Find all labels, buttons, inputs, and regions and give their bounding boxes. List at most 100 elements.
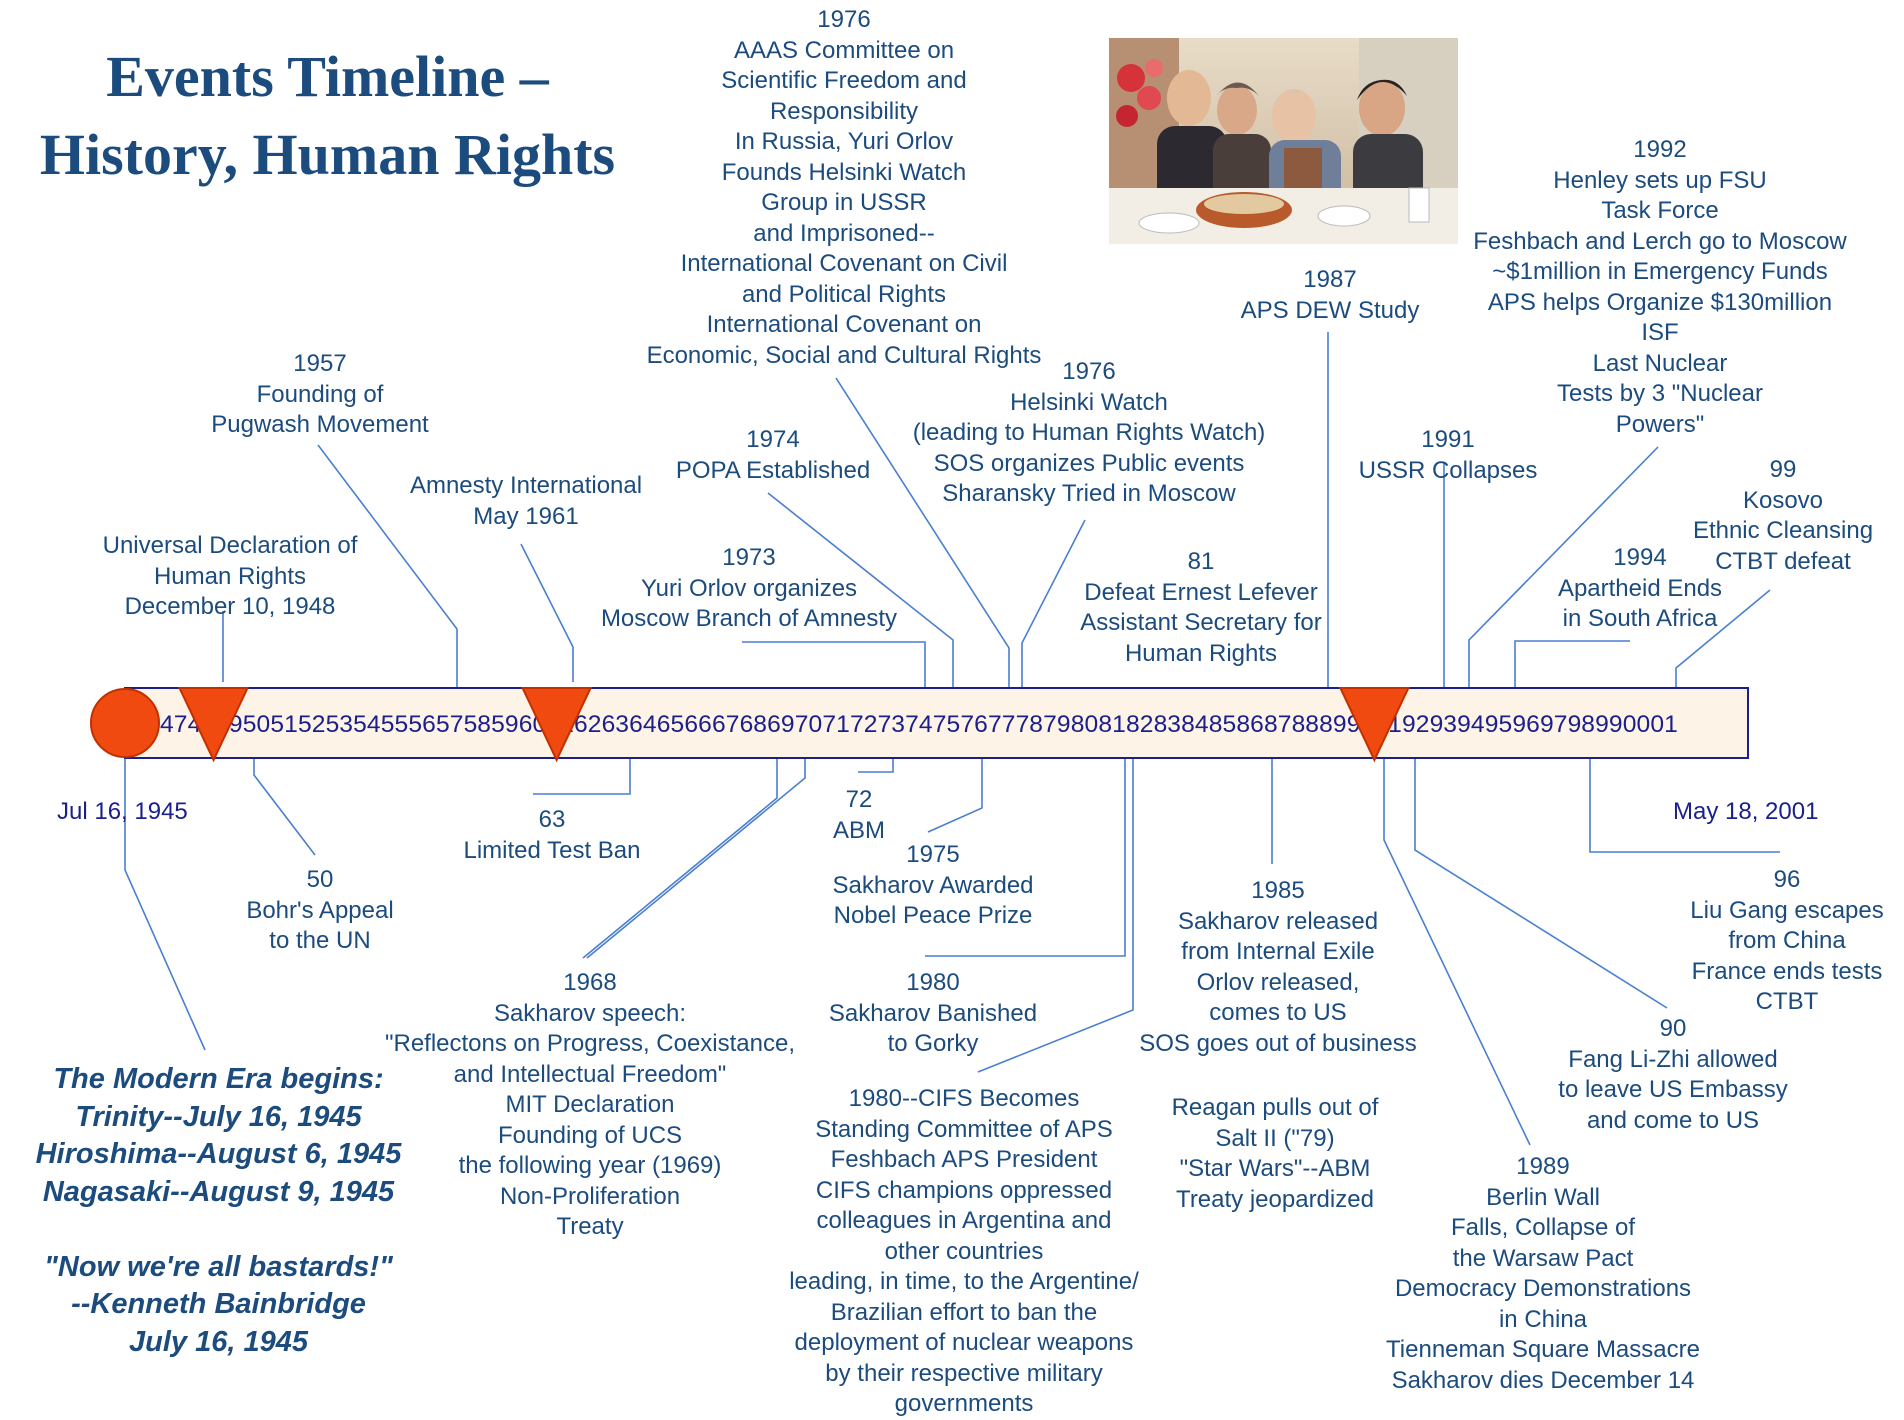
year-tick-label: 72 (850, 711, 877, 738)
year-tick-label: 82 (1126, 711, 1153, 738)
event-text-line: 72 (845, 786, 873, 813)
event-text-line: Task Force (1601, 197, 1719, 224)
event-text-line: deployment of nuclear weapons (794, 1329, 1134, 1356)
year-tick-label: 53 (326, 711, 353, 738)
event-text-line: Group in USSR (761, 189, 927, 216)
year-tick-label: 65 (657, 711, 684, 738)
title-line: Events Timeline – (106, 44, 549, 109)
leader-line (124, 758, 206, 1051)
year-tick-label: 64 (629, 711, 656, 738)
event-text-line: Sakharov Awarded (832, 871, 1034, 899)
leader-line (927, 758, 983, 833)
year-tick-label: 85 (1209, 711, 1236, 738)
leader-line (1383, 758, 1531, 1146)
event-text-line: Helsinki Watch (1010, 388, 1168, 416)
event-text-line: 96 (1773, 866, 1801, 893)
year-tick-label: 50 (243, 711, 270, 738)
event-text-line: (leading to Human Rights Watch) (912, 419, 1266, 446)
event-text-line: from Internal Exile (1181, 938, 1375, 965)
event-text-line: Founding of (256, 380, 384, 408)
event-text-line: 1973 (722, 544, 776, 571)
event-text-line: International Covenant on Civil (680, 250, 1008, 277)
event-text-line: to leave US Embassy (1558, 1076, 1788, 1103)
event-text-line: Liu Gang escapes (1690, 896, 1884, 924)
event-text-line: 1985 (1251, 877, 1305, 904)
event-text-line: 1976 (1062, 358, 1116, 385)
event-text-line: Henley sets up FSU (1553, 166, 1767, 194)
year-tick-label: 47 (160, 711, 187, 738)
event-text-line: Powers" (1615, 410, 1705, 438)
event-text-line: ~$1million in Emergency Funds (1492, 258, 1828, 285)
year-tick-label: 70 (795, 711, 822, 738)
event-text-line: 1989 (1516, 1153, 1570, 1180)
leader-line (835, 377, 1010, 688)
event-text-line: ABM (832, 816, 885, 844)
year-tick-label: 94 (1457, 711, 1484, 738)
leader-line (742, 641, 926, 688)
year-tick-label: 54 (353, 711, 380, 738)
event-text-line: Founding of UCS (497, 1121, 683, 1149)
event-text-line: Sharansky Tried in Moscow (942, 480, 1236, 507)
event-text-line: Limited Test Ban (463, 836, 641, 864)
event-text-line: Kosovo (1742, 486, 1824, 514)
leader-line (1675, 589, 1771, 688)
timeline-start-label: Jul 16, 1945 (57, 798, 188, 825)
event-text-line: in China (1498, 1305, 1588, 1333)
quote-line: --Kenneth Bainbridge (71, 1288, 366, 1320)
event-text-line: the following year (1969) (458, 1152, 722, 1179)
year-tick-label: 83 (1154, 711, 1181, 738)
event-text-line: "Reflectons on Progress, Coexistance, (384, 1030, 796, 1057)
year-tick-label: 80 (1071, 711, 1098, 738)
event-text-line: Nobel Peace Prize (833, 902, 1033, 929)
event-text-line: Moscow Branch of Amnesty (600, 605, 898, 632)
event-text-line: Ethnic Cleansing (1692, 517, 1874, 544)
year-tick-label: 78 (1016, 711, 1043, 738)
quote-line: The Modern Era begins: (53, 1063, 384, 1095)
year-tick-label: 93 (1430, 711, 1457, 738)
year-tick-label: 84 (1181, 711, 1208, 738)
event-text-line: CTBT defeat (1715, 547, 1851, 575)
quote-line: July 16, 1945 (129, 1325, 308, 1358)
year-tick-label: 92 (1402, 711, 1429, 738)
year-tick-label: 88 (1292, 711, 1319, 738)
event-text-line: Human Rights (1124, 639, 1278, 667)
year-tick-label: 79 (1043, 711, 1070, 738)
year-tick-label: 87 (1264, 711, 1291, 738)
timeline-end-label: May 18, 2001 (1673, 798, 1819, 825)
event-text-line: colleagues in Argentina and (816, 1207, 1112, 1234)
year-tick-label: 76 (960, 711, 987, 738)
timeline-bar (124, 687, 1749, 759)
event-text-line: APS DEW Study (1240, 296, 1420, 324)
year-tick-label: 71 (822, 711, 849, 738)
year-tick-label: 66 (684, 711, 711, 738)
event-text-line: Human Rights (153, 562, 307, 590)
year-tick-label: 99 (1595, 711, 1622, 738)
event-text-line: Responsibility (769, 97, 919, 125)
leader-line (925, 758, 1126, 957)
year-tick-label: 63 (602, 711, 629, 738)
event-text-line: from China (1728, 927, 1846, 954)
triangle-marker (521, 687, 593, 763)
event-text-line: Berlin Wall (1486, 1183, 1600, 1211)
event-text-line: 1991 (1421, 426, 1475, 453)
leader-line (1021, 519, 1086, 688)
event-text-line: the Warsaw Pact (1452, 1244, 1634, 1272)
event-text-line: comes to US (1209, 999, 1347, 1026)
year-tick-label: 59 (491, 711, 518, 738)
event-text-line: and Intellectual Freedom" (453, 1060, 727, 1088)
event-text-line: December 10, 1948 (124, 593, 336, 620)
event-text-line: CTBT (1755, 988, 1819, 1015)
